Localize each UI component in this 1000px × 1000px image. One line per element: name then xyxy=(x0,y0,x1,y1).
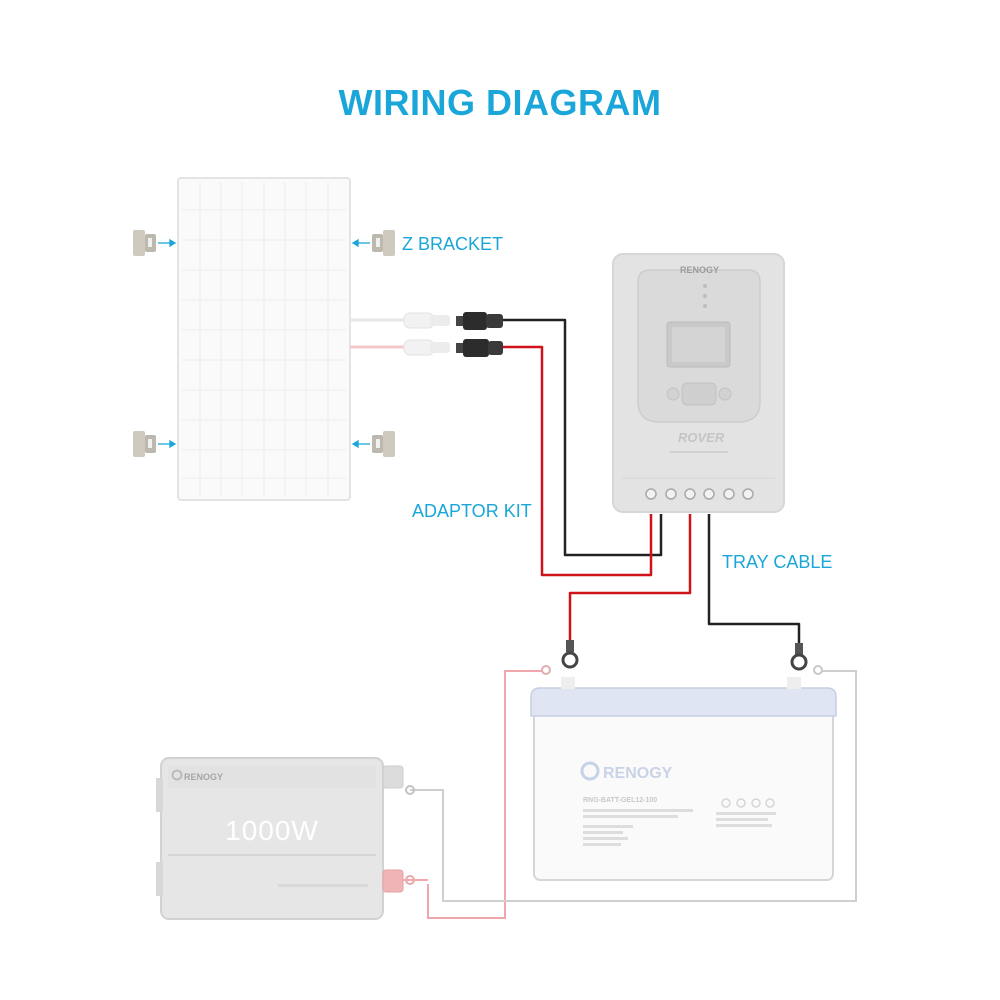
adaptor-kit-wires xyxy=(503,318,663,577)
bracket-arrows xyxy=(158,238,370,449)
mc4-connector-negative xyxy=(456,312,503,330)
tray-cable-wires xyxy=(568,514,801,648)
ring-terminal-positive xyxy=(561,640,579,669)
inverter: RENOGY 1000W xyxy=(156,757,428,920)
battery-model: RNG-BATT-GEL12-100 xyxy=(583,797,657,804)
adaptor-kit-label: ADAPTOR KIT xyxy=(412,501,532,521)
diagram-title: WIRING DIAGRAM xyxy=(338,82,662,123)
solar-panel xyxy=(177,177,351,501)
z-bracket-bottom-right xyxy=(372,431,395,457)
charge-controller: RENOGY ROVER xyxy=(612,253,785,513)
z-bracket-bottom-left xyxy=(133,431,156,457)
battery: RENOGY RNG-BATT-GEL12-100 xyxy=(530,677,837,881)
battery-terminal-leads xyxy=(410,665,857,919)
z-bracket-label: Z BRACKET xyxy=(402,234,504,254)
controller-model: ROVER xyxy=(678,430,725,445)
ring-terminal-negative xyxy=(790,643,808,671)
z-bracket-top-left xyxy=(133,230,156,256)
inverter-rating: 1000W xyxy=(225,815,319,846)
z-bracket-top-right xyxy=(372,230,395,256)
tray-cable-label: TRAY CABLE xyxy=(722,552,833,572)
battery-brand: RENOGY xyxy=(603,765,673,782)
panel-leads xyxy=(350,312,450,356)
controller-brand: RENOGY xyxy=(680,265,719,275)
inverter-brand: RENOGY xyxy=(184,772,223,782)
mc4-connector-positive xyxy=(456,339,503,357)
